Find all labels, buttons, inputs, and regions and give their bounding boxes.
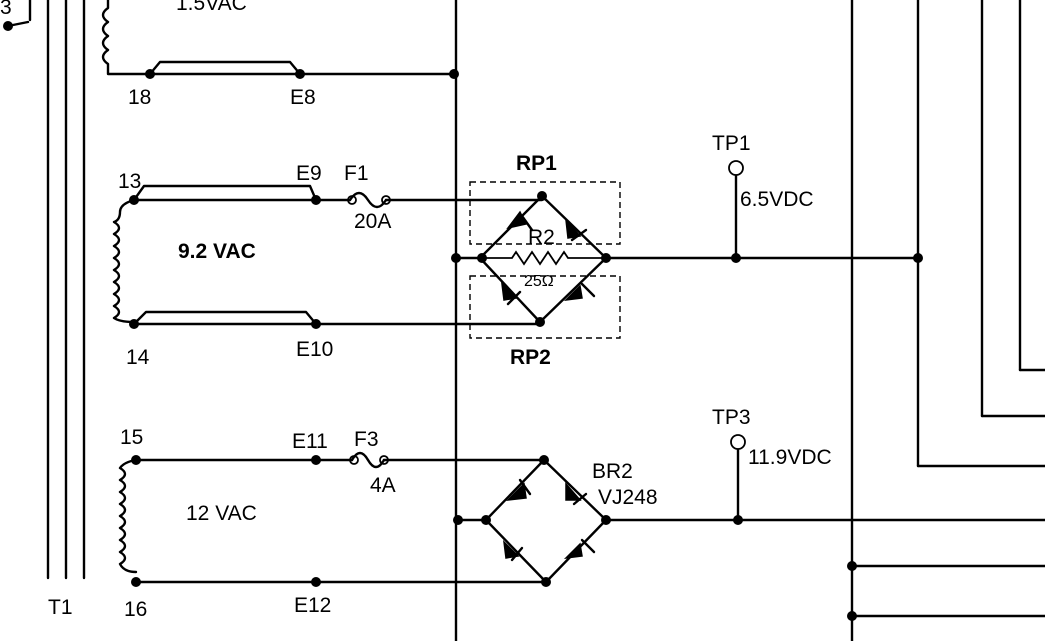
secondary-winding-12vac: [118, 451, 548, 587]
label-12vac: 12 VAC: [186, 502, 257, 525]
label-t1: T1: [48, 596, 73, 619]
label-terminal-18: 18: [128, 86, 151, 109]
labels: 3 1.5VAC 18 E8 13 E9 F1 20A 9.2 VAC 14 E…: [0, 0, 832, 621]
resistor-r2: [482, 250, 606, 266]
label-vj248: VJ248: [598, 486, 658, 509]
label-9-2vac: 9.2 VAC: [178, 240, 256, 263]
secondary-winding-1-5vac: [101, 0, 459, 79]
diode-rp1-right: [564, 217, 582, 239]
label-f1: F1: [344, 162, 369, 185]
label-tp3: TP3: [712, 406, 751, 429]
diode-rp2-left: [500, 281, 518, 301]
label-br2: BR2: [592, 460, 633, 483]
label-e9: E9: [296, 162, 322, 185]
label-tp1: TP1: [712, 132, 751, 155]
label-rp1: RP1: [516, 152, 557, 175]
label-e11: E11: [292, 430, 328, 453]
label-terminal-16: 16: [124, 598, 147, 621]
transformer-t1: [3, 0, 86, 580]
label-rp2: RP2: [510, 346, 551, 369]
test-point-tp1: [728, 160, 744, 176]
label-top-terminal: 3: [0, 0, 12, 19]
output-6-5vdc: [604, 160, 923, 263]
bridge-rectifier-rp1-rp2: [451, 181, 621, 339]
output-11-9vdc: [604, 434, 1045, 525]
label-f3: F3: [354, 428, 379, 451]
label-terminal-13: 13: [118, 170, 141, 193]
secondary-winding-9-2vac: [112, 184, 544, 329]
label-f1-rating: 20A: [354, 210, 391, 233]
diode-rp2-right: [563, 284, 583, 302]
right-side-wiring: [847, 0, 1045, 641]
label-e12: E12: [294, 594, 331, 617]
label-6-5vdc: 6.5VDC: [740, 188, 814, 211]
label-f3-rating: 4A: [370, 474, 396, 497]
test-point-tp3: [730, 434, 746, 450]
label-e8: E8: [290, 86, 316, 109]
label-1-5vac: 1.5VAC: [176, 0, 247, 15]
label-terminal-15: 15: [120, 426, 143, 449]
label-e10: E10: [296, 338, 333, 361]
label-terminal-14: 14: [126, 346, 150, 369]
label-11-9vdc: 11.9VDC: [748, 446, 832, 469]
bridge-rectifier-br2: [453, 455, 611, 587]
label-r2-value: 25Ω: [524, 273, 554, 290]
label-r2: R2: [528, 226, 555, 249]
